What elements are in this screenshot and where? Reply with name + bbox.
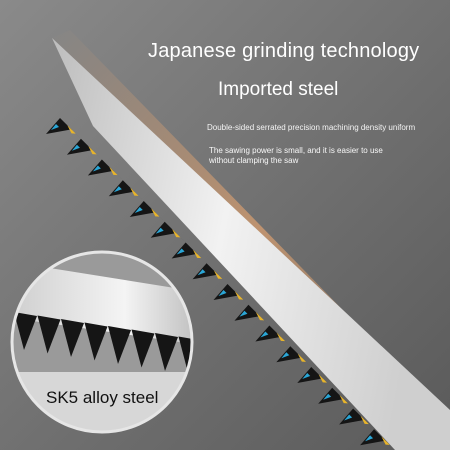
tooth-blue-bevel bbox=[155, 227, 164, 234]
subheadline: Imported steel bbox=[218, 79, 339, 100]
tooth-blue-bevel bbox=[176, 248, 185, 255]
tooth-gold-bevel bbox=[130, 187, 139, 196]
tooth-blue-bevel bbox=[260, 331, 269, 338]
feature-line-no-clamping: without clamping the saw bbox=[209, 156, 299, 165]
blade-teeth bbox=[46, 118, 395, 450]
tooth-blue-bevel bbox=[134, 207, 143, 213]
tooth-blue-bevel bbox=[218, 290, 227, 296]
feature-line-precision: Double-sided serrated precision machinin… bbox=[207, 123, 416, 132]
zoom-tooth bbox=[84, 322, 108, 361]
headline: Japanese grinding technology bbox=[148, 40, 420, 62]
tooth-blue-bevel bbox=[302, 373, 311, 379]
blade-tooth bbox=[171, 242, 207, 264]
zoom-tooth bbox=[131, 329, 155, 368]
tooth-blue-bevel bbox=[281, 352, 290, 359]
blade-tooth bbox=[297, 367, 333, 388]
zoom-tooth bbox=[155, 333, 178, 371]
tooth-gold-bevel bbox=[109, 166, 118, 176]
tooth-blue-bevel bbox=[51, 124, 59, 130]
blade-tooth bbox=[234, 304, 270, 326]
tooth-gold-bevel bbox=[276, 332, 286, 342]
blade-tooth bbox=[318, 387, 354, 409]
blade-tooth bbox=[66, 138, 102, 160]
blade-body bbox=[52, 38, 450, 450]
tooth-gold-bevel bbox=[297, 353, 307, 362]
blade-tooth bbox=[87, 159, 123, 181]
zoom-detail bbox=[10, 250, 194, 434]
blade-tooth bbox=[339, 408, 375, 430]
feature-text-sawing: The sawing power is small, and it is eas… bbox=[209, 146, 383, 166]
tooth-gold-bevel bbox=[151, 208, 160, 217]
zoom-tooth bbox=[37, 315, 61, 354]
blade-tooth bbox=[213, 284, 249, 305]
tooth-blue-bevel bbox=[113, 186, 122, 193]
tooth-blue-bevel bbox=[92, 165, 101, 172]
tooth-gold-bevel bbox=[234, 291, 244, 300]
tooth-blue-bevel bbox=[239, 310, 248, 317]
tooth-gold-bevel bbox=[318, 374, 327, 383]
tooth-blue-bevel bbox=[323, 393, 332, 400]
tooth-blue-bevel bbox=[344, 414, 353, 421]
tooth-blue-bevel bbox=[365, 435, 374, 442]
blade-tooth bbox=[129, 201, 165, 222]
tooth-gold-bevel bbox=[360, 415, 369, 425]
tooth-gold-bevel bbox=[255, 312, 265, 321]
tooth-gold-bevel bbox=[213, 270, 223, 279]
tooth-gold-bevel bbox=[192, 249, 202, 259]
tooth-gold-bevel bbox=[172, 229, 181, 238]
blade-tooth bbox=[192, 263, 228, 284]
zoom-tooth bbox=[61, 319, 84, 357]
tooth-gold-bevel bbox=[381, 436, 390, 445]
blade-tooth bbox=[108, 180, 144, 201]
tooth-blue-bevel bbox=[71, 144, 80, 151]
tooth-blue-bevel bbox=[197, 269, 206, 276]
zoom-tooth bbox=[14, 312, 37, 350]
blade-tooth bbox=[255, 325, 291, 347]
tooth-gold-bevel bbox=[88, 146, 97, 155]
feature-line-sawing-power: The sawing power is small, and it is eas… bbox=[209, 146, 383, 155]
blade-tooth bbox=[276, 346, 312, 367]
tooth-gold-bevel bbox=[67, 125, 76, 134]
blade-tooth bbox=[150, 221, 186, 243]
tooth-gold-bevel bbox=[339, 395, 348, 404]
zoom-tooth bbox=[108, 326, 131, 364]
blade-tooth bbox=[360, 429, 395, 450]
material-callout: SK5 alloy steel bbox=[46, 388, 159, 407]
blade-tooth bbox=[46, 118, 81, 139]
